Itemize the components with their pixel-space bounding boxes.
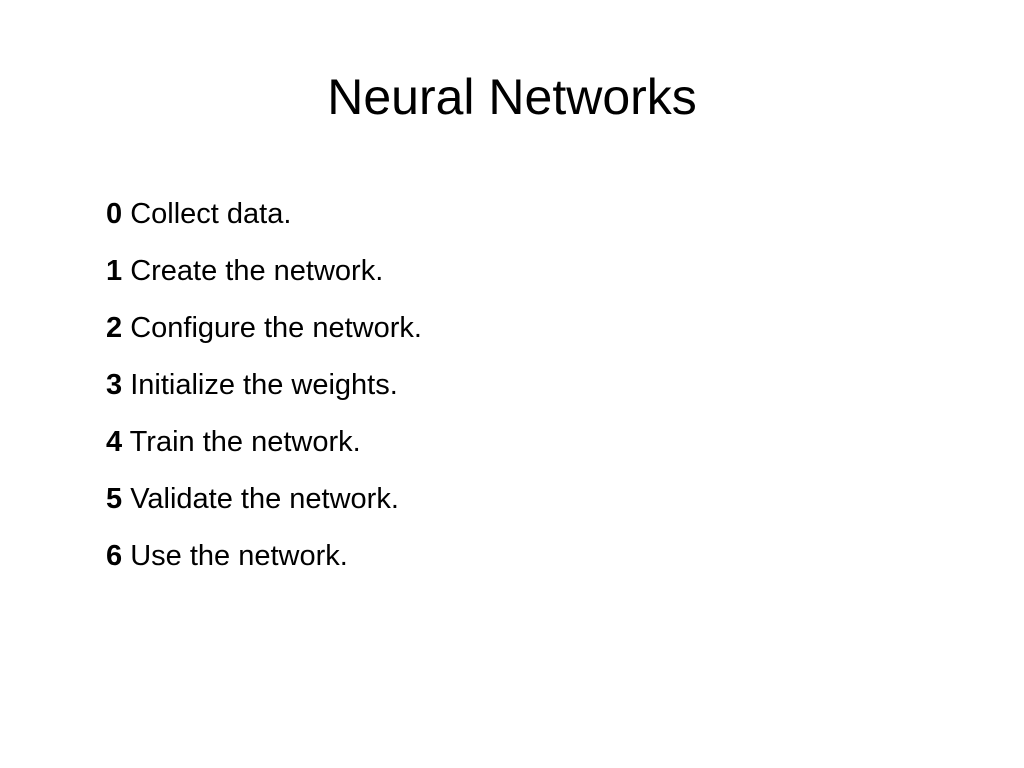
step-number: 0: [106, 198, 123, 230]
step-item: 2 Configure the network.: [106, 300, 422, 357]
step-item: 3 Initialize the weights.: [106, 357, 422, 414]
step-text: Initialize the weights.: [122, 369, 398, 401]
step-text: Use the network.: [122, 540, 348, 572]
step-number: 2: [106, 312, 123, 344]
step-number: 4: [106, 426, 123, 458]
step-item: 1 Create the network.: [106, 243, 422, 300]
step-text: Create the network.: [122, 255, 384, 287]
step-item: 5 Validate the network.: [106, 471, 422, 528]
step-text: Configure the network.: [122, 312, 422, 344]
step-number: 1: [106, 255, 123, 287]
step-text: Collect data.: [122, 198, 292, 230]
slide-title: Neural Networks: [327, 69, 697, 125]
step-number: 3: [106, 369, 123, 401]
step-number: 5: [106, 483, 123, 515]
step-item: 4 Train the network.: [106, 414, 422, 471]
step-item: 6 Use the network.: [106, 528, 422, 585]
step-text: Train the network.: [122, 426, 361, 458]
step-item: 0 Collect data.: [106, 186, 422, 243]
step-list: 0 Collect data. 1 Create the network. 2 …: [106, 186, 422, 585]
step-text: Validate the network.: [122, 483, 399, 515]
step-number: 6: [106, 540, 123, 572]
